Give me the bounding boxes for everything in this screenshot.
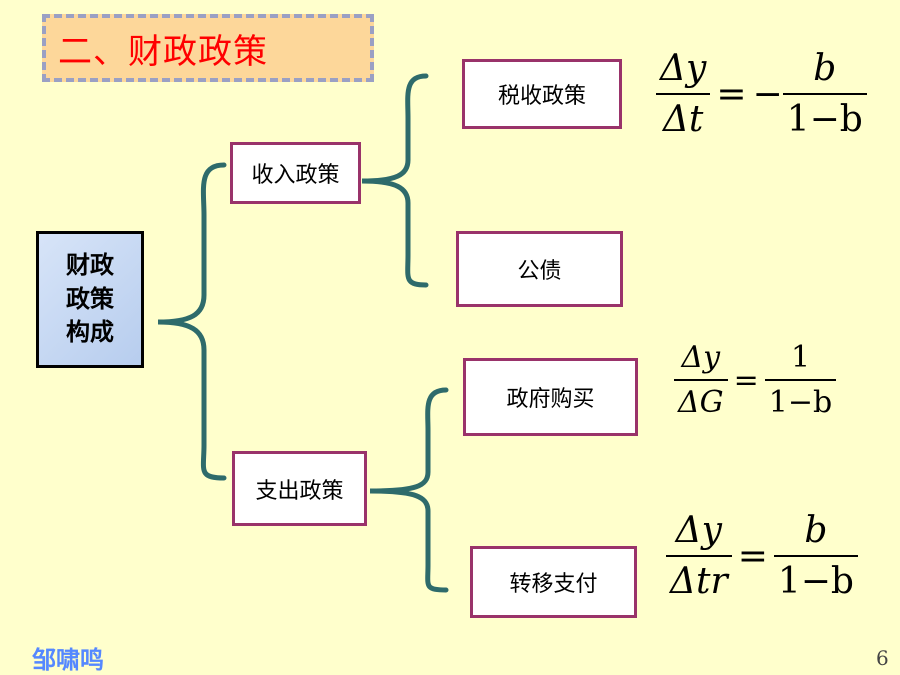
purchase-multiplier-formula: Δy ΔG = 1 1−b [674,340,837,420]
expenditure-policy-label: 支出政策 [255,478,344,504]
root-line-1: 财政 [66,251,114,280]
purchase-lhs-num: Δy [681,340,721,375]
transfer-rhs-fraction: b 1−b [773,510,858,602]
transfer-payment-node: 转移支付 [470,546,637,618]
tax-policy-node: 税收政策 [462,59,622,129]
slide-title: 二、财政政策 [42,14,374,82]
tax-rhs-num: b [813,48,837,89]
tax-lhs-den: Δt [662,99,704,140]
purchase-rhs-num: 1 [790,340,811,375]
income-policy-label: 收入政策 [251,163,340,188]
public-debt-label: 公债 [517,259,562,284]
government-purchase-node: 政府购买 [463,358,638,436]
slide-title-text: 二、财政政策 [58,31,268,72]
transfer-multiplier-formula: Δy Δtr = b 1−b [666,510,858,602]
tax-rhs-sign: − [752,73,783,115]
transfer-rhs-num: b [804,510,828,551]
tax-lhs-num: Δy [660,48,707,89]
tax-lhs-fraction: Δy Δt [656,48,711,140]
income-policy-node: 收入政策 [230,142,361,204]
transfer-lhs-num: Δy [675,510,723,551]
tax-policy-label: 税收政策 [497,84,586,109]
purchase-lhs-den: ΔG [678,385,724,420]
expenditure-brace [369,387,449,593]
purchase-rhs-fraction: 1 1−b [764,340,837,420]
government-purchase-label: 政府购买 [506,387,595,412]
purchase-lhs-fraction: Δy ΔG [674,340,728,420]
root-line-2: 政策 [66,284,114,313]
page-number: 6 [876,646,889,670]
tax-multiplier-formula: Δy Δt = − b 1−b [656,48,867,140]
transfer-lhs-fraction: Δy Δtr [666,510,732,602]
root-line-3: 构成 [66,318,114,347]
transfer-payment-label: 转移支付 [509,572,598,597]
income-brace [361,73,429,288]
tax-rhs-fraction: b 1−b [782,48,867,140]
purchase-rhs-den: 1−b [768,385,833,420]
public-debt-node: 公债 [456,231,623,307]
transfer-lhs-den: Δtr [670,561,728,602]
transfer-rhs-den: 1−b [777,561,854,602]
root-brace [157,162,227,481]
root-node: 财政 政策 构成 [36,231,144,368]
expenditure-policy-node: 支出政策 [232,451,367,526]
tax-rhs-den: 1−b [786,99,863,140]
author-name: 邹啸鸣 [32,646,104,674]
